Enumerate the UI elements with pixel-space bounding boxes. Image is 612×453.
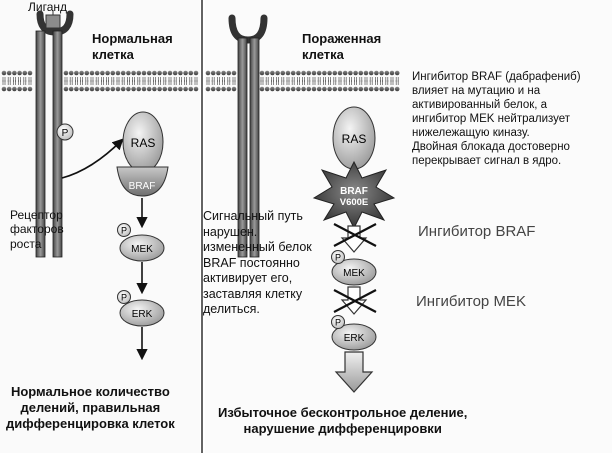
svg-text:P: P	[62, 128, 69, 139]
affected-receptor	[228, 14, 268, 258]
svg-text:P: P	[335, 253, 341, 263]
ligand-label: Лиганд	[28, 0, 67, 14]
mek-inhibitor-label: Ингибитор MEK	[416, 293, 526, 310]
normal-mek-phospho: P	[117, 223, 131, 237]
inhibitor-description: Ингибитор BRAF (дабрафениб) влияет на му…	[412, 71, 581, 168]
affected-mek-phospho: P	[331, 250, 345, 264]
ligand-icon	[45, 14, 61, 29]
pathway-disrupted-text: Сигнальный путь нарушен. измененный бело…	[203, 209, 312, 316]
svg-text:RAS: RAS	[342, 132, 367, 146]
svg-text:MEK: MEK	[343, 268, 365, 279]
normal-erk: ERK	[119, 299, 165, 327]
normal-cell-caption: Нормальное количество делений, правильна…	[6, 384, 175, 431]
affected-cell-caption: Избыточное бесконтрольное деление, наруш…	[218, 405, 468, 436]
normal-cell-title: Нормальная клетка	[92, 31, 173, 62]
big-arrow-erk-nucleus	[334, 351, 374, 393]
normal-receptor-phospho: P	[56, 123, 74, 141]
svg-text:V600E: V600E	[340, 197, 369, 208]
membrane-left	[1, 70, 199, 92]
braf-inhibitor-cross	[333, 223, 377, 247]
mek-inhibitor-cross	[333, 289, 377, 313]
receptor-label: Рецептор факторов роста	[10, 208, 64, 251]
affected-erk: ERK	[331, 323, 377, 351]
braf-inhibitor-label: Ингибитор BRAF	[418, 223, 536, 240]
membrane-right	[205, 70, 400, 92]
normal-receptor	[35, 10, 74, 258]
affected-erk-phospho: P	[331, 315, 345, 329]
normal-erk-phospho: P	[117, 290, 131, 304]
svg-text:P: P	[121, 226, 127, 236]
braf-v600e-star: BRAF V600E	[312, 160, 396, 230]
svg-text:P: P	[121, 293, 127, 303]
activation-arrow	[61, 138, 124, 179]
normal-mek: MEK	[119, 234, 165, 262]
svg-text:P: P	[335, 318, 341, 328]
svg-text:ERK: ERK	[132, 309, 153, 320]
svg-text:BRAF: BRAF	[129, 181, 156, 192]
svg-text:RAS: RAS	[131, 136, 156, 150]
affected-mek: MEK	[331, 258, 377, 286]
normal-braf: BRAF	[116, 166, 169, 197]
affected-ras: RAS	[332, 106, 376, 170]
normal-ras: RAS	[122, 111, 164, 173]
svg-text:BRAF: BRAF	[340, 186, 368, 197]
svg-text:MEK: MEK	[131, 244, 153, 255]
affected-cell-title: Пораженная клетка	[302, 31, 382, 62]
svg-text:ERK: ERK	[344, 333, 365, 344]
